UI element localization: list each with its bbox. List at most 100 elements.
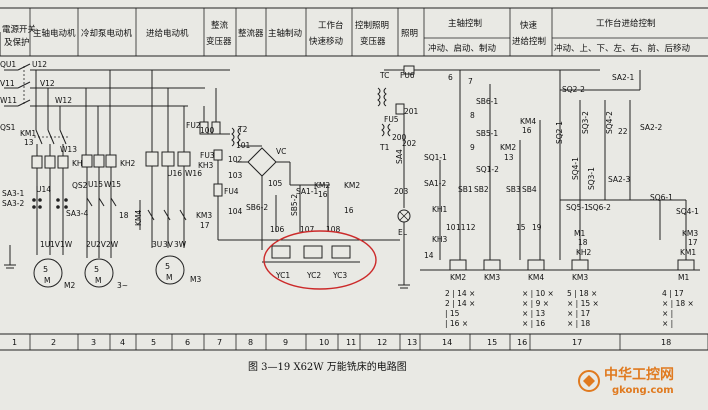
watermark: 中华工控网 gkong.com: [578, 366, 674, 396]
label-sa2-3: SA2-3: [608, 175, 631, 184]
contact-km1-row1: 2 | 14 ×: [445, 289, 475, 298]
contact-km4-row2: × | 18 ×: [662, 299, 694, 308]
contact-km3-row3: × | 17: [567, 309, 590, 318]
contact-km2-row3: × | 13: [522, 309, 545, 318]
label-sb5-2: SB5-2: [290, 194, 299, 216]
label-km1-coil: KM2: [450, 273, 466, 282]
contact-table: 2 | 14 × 2 | 14 × | 15 | 16 × × | 10 × ×…: [445, 289, 694, 328]
motor-m3-symbol: 5: [94, 265, 99, 274]
label-sq4-1b: SQ4-1: [676, 207, 699, 216]
label-vc: VC: [276, 147, 286, 156]
label-sq6-1: SQ6-1: [650, 193, 673, 202]
label-t2: T2: [237, 125, 248, 134]
label-km3-coil: KM3: [572, 273, 588, 282]
contact-km1-row2: 2 | 14 ×: [445, 299, 475, 308]
label-sb6-1: SB6-1: [476, 97, 498, 106]
label-200: 200: [392, 133, 407, 142]
label-202: 202: [402, 139, 417, 148]
header-coolant-pump-motor: 冷却泵电动机: [81, 28, 133, 39]
label-14: 15: [516, 223, 526, 232]
label-u15: U15: [88, 180, 103, 189]
contact-km1-row4: | 16 ×: [445, 319, 468, 328]
label-sb1: SB1: [458, 185, 473, 194]
feed-motor-branch: 18 KM4 KM3 17 U16 W16 3U 3V 3W 5 M M3: [119, 70, 212, 285]
highlight-ellipse: [263, 230, 377, 290]
spindle-control: 6 7 SB6-1 SB5-1 8 9 SQ1-1 SQ1-2 SA1-2 SB…: [424, 69, 600, 282]
column-number: 11: [346, 338, 356, 347]
column-number: 17: [572, 338, 582, 347]
label-16-brake: 16: [318, 190, 328, 199]
label-sb6-2: SB6-2: [246, 203, 268, 212]
label-sa4: SA4: [395, 149, 404, 164]
label-qs2: QS2: [72, 181, 88, 190]
label-w12: W12: [55, 96, 72, 105]
label-13-main: 13: [24, 138, 34, 147]
label-2v: 2V: [96, 240, 107, 249]
label-w15: W15: [104, 180, 121, 189]
label-fu4: FU4: [224, 187, 239, 196]
label-yc2: YC2: [306, 271, 321, 280]
contact-km2-row2: × | 9 ×: [522, 299, 549, 308]
label-103: 103: [228, 171, 243, 180]
motor-m1: [33, 258, 63, 288]
label-18-ctrl: 18: [578, 238, 588, 247]
label-sa3-1: SA3-1: [2, 189, 25, 198]
label-sa3-4: SA3-4: [66, 209, 89, 218]
label-v11: V11: [0, 79, 15, 88]
label-21: KH2: [576, 248, 592, 257]
label-13-ctrl: 13: [504, 153, 514, 162]
label-sa1-2: SA1-2: [424, 179, 447, 188]
contact-km4-row1: 4 | 17: [662, 289, 684, 298]
label-qs1: QS1: [0, 123, 16, 132]
label-sa3-2: SA3-2: [2, 199, 25, 208]
coil-yc3: [331, 245, 351, 259]
label-m3: 3~: [117, 281, 128, 290]
brake-circuit: 105 SB6-2 SB5-2 SA1-1 KM2 16 KM2 16 106 …: [246, 162, 377, 290]
header-fast-feed-2: 进给控制: [512, 36, 546, 47]
label-sq4-1: SQ4-1: [571, 157, 580, 180]
label-sq4-2: SQ4-2: [605, 111, 614, 134]
coil-km2: [527, 259, 545, 271]
column-number: 10: [319, 338, 329, 347]
header-table-fast-move-2: 快速移动: [309, 36, 344, 47]
label-102: 102: [228, 155, 243, 164]
label-w11: W11: [0, 96, 17, 105]
label-yc3: YC3: [332, 271, 347, 280]
column-number: 7: [217, 338, 222, 347]
label-u14: U14: [36, 185, 51, 194]
label-sa1-1: SA1-1: [296, 187, 319, 196]
label-20: 22: [618, 127, 628, 136]
motor-m1-symbol: 5: [43, 265, 48, 274]
column-number: 1: [12, 338, 17, 347]
label-2w: 2W: [106, 240, 119, 249]
motor-m3-phase: M: [95, 276, 101, 285]
label-w16: W16: [185, 169, 202, 178]
label-km2-brake-b: KM2: [344, 181, 360, 190]
control-transformer: TC FU6 FU5 T1 200 201 202 203 SA4 EL: [377, 65, 430, 289]
motor-m2-symbol: 5: [165, 262, 170, 271]
header-spindle-brake: 主轴制动: [268, 28, 303, 39]
figure-caption: 图 3—19 X62W 万能铣床的电路图: [248, 360, 407, 373]
column-number: 13: [407, 338, 417, 347]
contact-km4-row3: × |: [662, 309, 673, 318]
label-fu2: FU2: [186, 121, 201, 130]
coil-kh3: [483, 259, 501, 271]
header-power-switch: 電源开关: [2, 24, 37, 35]
label-105: 105: [268, 179, 283, 188]
label-kh3-coil: KM3: [484, 273, 500, 282]
label-203: 203: [394, 187, 409, 196]
label-6: 7: [468, 77, 473, 86]
column-number: 3: [91, 338, 96, 347]
header-table-fast-move: 工作台: [318, 20, 344, 31]
label-v12: V12: [40, 79, 55, 88]
label-sb4: SB4: [522, 185, 537, 194]
label-t1: T1: [379, 143, 390, 152]
label-kh1: KH1: [72, 159, 88, 168]
motor-m2: [155, 255, 185, 285]
header-spindle-control-2: 冲动、启动、制动: [428, 43, 497, 54]
column-number: 8: [248, 338, 253, 347]
label-km4-coil: M1: [678, 273, 689, 282]
column-number: 18: [661, 338, 671, 347]
